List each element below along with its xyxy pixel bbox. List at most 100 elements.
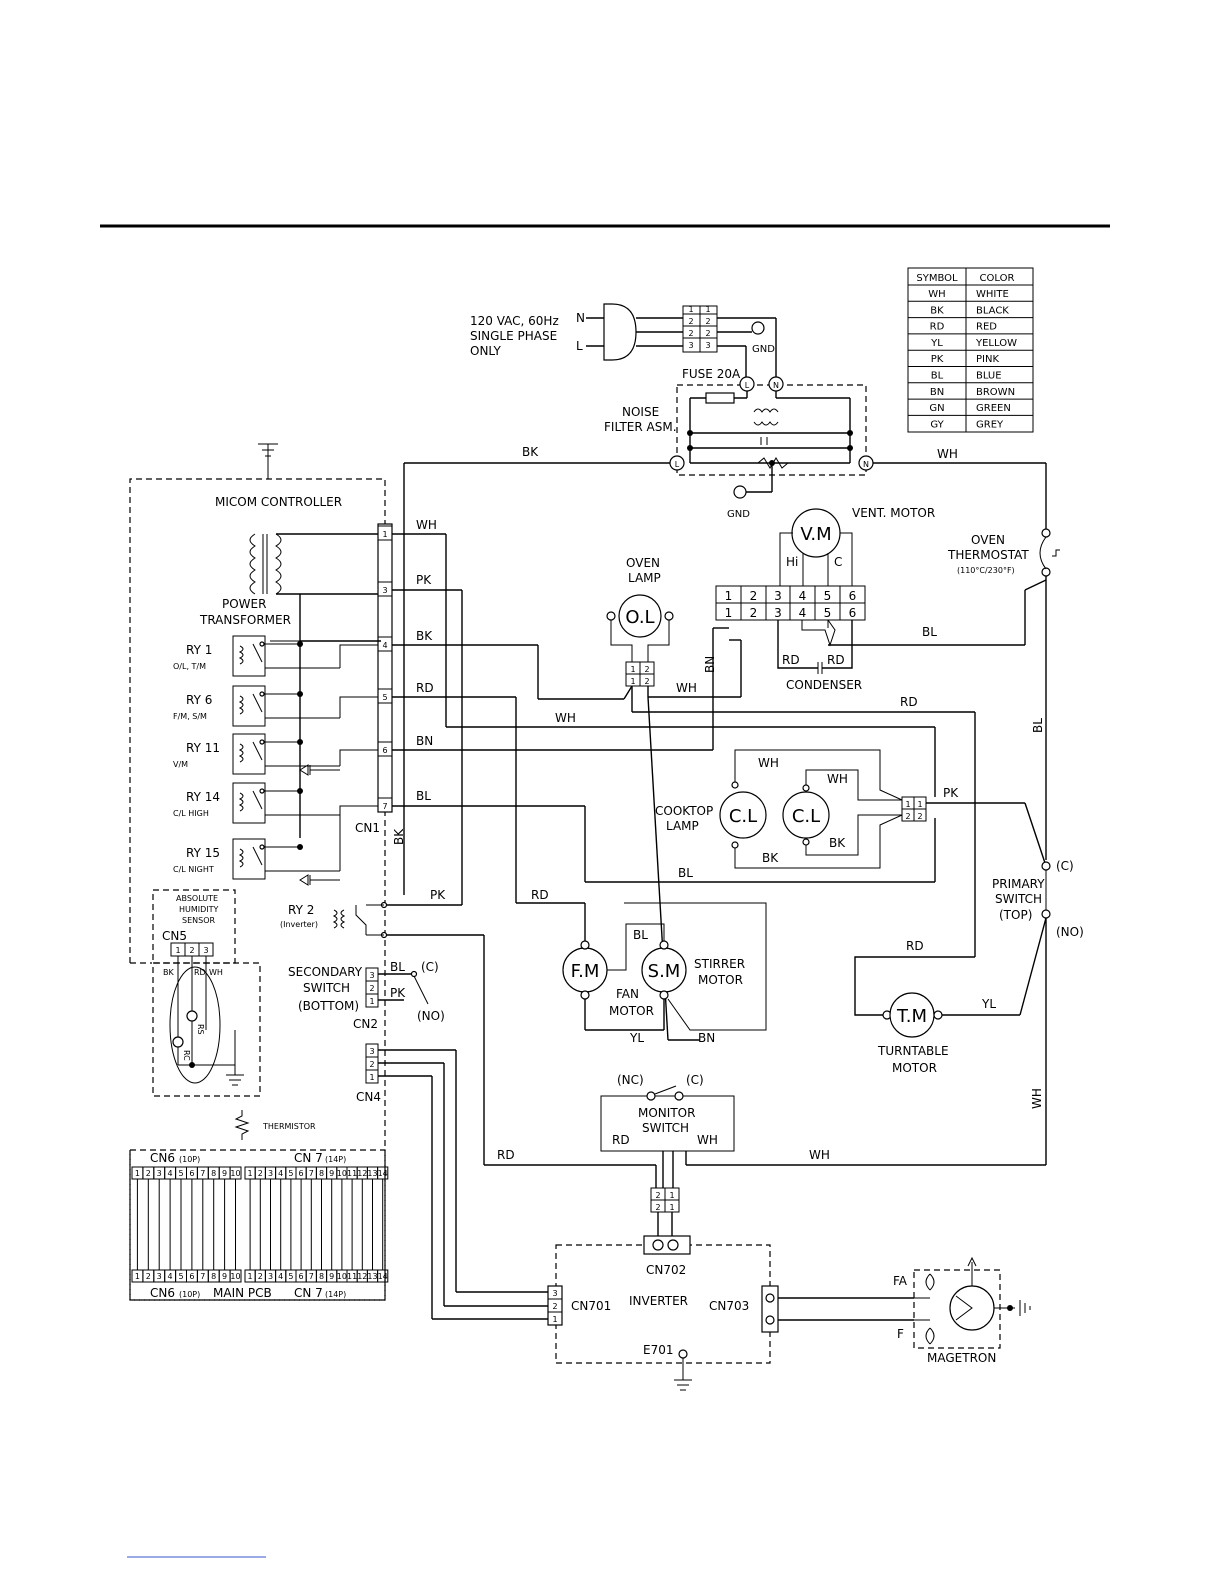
relay-coil — [238, 792, 244, 812]
cn7-pin: 12 — [357, 1272, 367, 1281]
cn6-pin: 6 — [189, 1272, 194, 1281]
terminal-top-pin: 5 — [824, 589, 832, 603]
cn1-pin: 1 — [382, 530, 387, 539]
cn7-pin: 8 — [319, 1272, 324, 1281]
relay-box — [232, 733, 266, 775]
wire-bl-cook: BL — [678, 866, 693, 880]
cn4-label: CN4 — [356, 1090, 381, 1104]
cn7-pin: 10 — [337, 1169, 347, 1178]
cn6-pin: 3 — [157, 1169, 162, 1178]
diode — [299, 764, 340, 776]
relay-feed — [339, 644, 378, 668]
cn701-pin3: 3 — [552, 1289, 557, 1298]
wire-rd5: RD — [416, 681, 434, 695]
relay-coil — [238, 695, 244, 715]
legend-symbol: GN — [929, 403, 944, 414]
relay-ry2: RY 2 (Inverter) — [280, 901, 388, 939]
wire-yl-tm: YL — [981, 997, 996, 1011]
wire-bl7: BL — [416, 789, 431, 803]
relay-name: RY 11 — [186, 741, 220, 755]
thermostat-line3: (110°C/230°F) — [957, 566, 1015, 575]
primary-line3: (TOP) — [999, 908, 1032, 922]
relay-ry15: RY 15C/L NIGHT — [173, 838, 340, 880]
mid-pin1b: 1 — [669, 1203, 674, 1212]
cn6-pin: 3 — [157, 1272, 162, 1281]
cn4-pin2: 2 — [369, 1060, 374, 1069]
primary-no: (NO) — [1056, 925, 1084, 939]
power-transformer: POWER TRANSFORMER — [199, 533, 381, 627]
cn7-pin: 7 — [309, 1272, 314, 1281]
wire-wh1: WH — [416, 518, 437, 532]
cn5-pin1: 1 — [175, 946, 180, 955]
cn4-pin1: 1 — [369, 1073, 374, 1082]
cn1-pin: 5 — [382, 693, 387, 702]
humidity-line1: ABSOLUTE — [176, 894, 218, 903]
legend-color: BLACK — [976, 305, 1009, 316]
terminal-bottom-pin: 3 — [774, 606, 782, 620]
wire-wh-lamp: WH — [676, 681, 697, 695]
secondary-line3: (BOTTOM) — [298, 999, 359, 1013]
cn5-pin3: 3 — [203, 946, 208, 955]
cn6-pin: 5 — [178, 1272, 183, 1281]
oven-lamp-line2: LAMP — [628, 571, 661, 585]
wire-bk-top: BK — [522, 445, 539, 459]
hs-wire-rd: RD — [194, 968, 206, 977]
legend-header-color: COLOR — [980, 273, 1015, 284]
power-supply: 120 VAC, 60Hz SINGLE PHASE ONLY N L — [470, 303, 683, 361]
relay-name: RY 1 — [186, 643, 212, 657]
wire-bn6: BN — [416, 734, 433, 748]
wire-wh-bottom: WH — [809, 1148, 830, 1162]
cn6-pin: 9 — [222, 1272, 227, 1281]
relay-contact — [252, 846, 263, 866]
cn7-top-label: CN 7 — [294, 1151, 323, 1165]
gnd2-label: GND — [727, 509, 750, 520]
micom-title: MICOM CONTROLLER — [215, 495, 342, 509]
wire-wh-cl2: WH — [827, 772, 848, 786]
cn701-pin1: 1 — [552, 1315, 557, 1324]
supply-line3: ONLY — [470, 344, 502, 358]
stirrer-line1: STIRRER — [694, 957, 745, 971]
mid-connector: 2 1 2 1 — [650, 1187, 680, 1238]
wire-bk-vert: BK — [392, 828, 406, 845]
magnetron-fa: FA — [893, 1274, 908, 1288]
svg-text:2: 2 — [688, 317, 693, 326]
thermistor-label: THERMISTOR — [262, 1122, 316, 1131]
cn7-bottom-size: (14P) — [325, 1290, 346, 1299]
legend-color: YELLOW — [975, 338, 1017, 349]
cn4-connector: CN4 3 2 1 — [356, 1043, 381, 1104]
wire-bk-cl1: BK — [762, 851, 779, 865]
supply-n: N — [576, 311, 585, 325]
cn6-pin: 7 — [200, 1169, 205, 1178]
svg-text:N: N — [773, 381, 779, 390]
wire-rd-bottom: RD — [497, 1148, 515, 1162]
relay-box — [232, 782, 266, 824]
svg-text:3: 3 — [705, 341, 710, 350]
cn7-pin: 13 — [367, 1169, 377, 1178]
cn7-pin: 5 — [288, 1169, 293, 1178]
relay-feed — [339, 805, 378, 871]
relay-coil — [238, 848, 244, 868]
relay-terminal — [259, 788, 265, 794]
primary-switch: (C) (NO) PRIMARY SWITCH (TOP) WH — [992, 859, 1084, 1165]
relay-ry14: RY 14C/L HIGH — [173, 782, 340, 824]
cn6-pin: 9 — [222, 1169, 227, 1178]
cn2-label: CN2 — [353, 1017, 378, 1031]
supply-line1: 120 VAC, 60Hz — [470, 314, 559, 328]
cl-pin1a: 1 — [905, 800, 910, 809]
stirrer-symbol: S.M — [648, 961, 681, 982]
legend-color: WHITE — [976, 289, 1009, 300]
wire-bk4: BK — [416, 629, 433, 643]
condenser-label: CONDENSER — [786, 678, 862, 692]
cn6-pin: 8 — [211, 1169, 216, 1178]
cn6-pin: 1 — [135, 1169, 140, 1178]
cn6-pin: 6 — [189, 1169, 194, 1178]
secondary-line1: SECONDARY — [288, 965, 363, 979]
wire-wh-right: WH — [1030, 1088, 1044, 1109]
cn6-pin: 4 — [168, 1169, 173, 1178]
cn7-pin: 6 — [299, 1272, 304, 1281]
main-pcb-connectors: CN6 (10P) CN 7 (14P) CN6 (10P) MAIN PCB … — [129, 1149, 389, 1301]
legend-symbol: BK — [930, 305, 944, 316]
cn5-label: CN5 — [162, 929, 187, 943]
thermostat-line1: OVEN — [971, 533, 1005, 547]
cn7-pin: 2 — [258, 1272, 263, 1281]
